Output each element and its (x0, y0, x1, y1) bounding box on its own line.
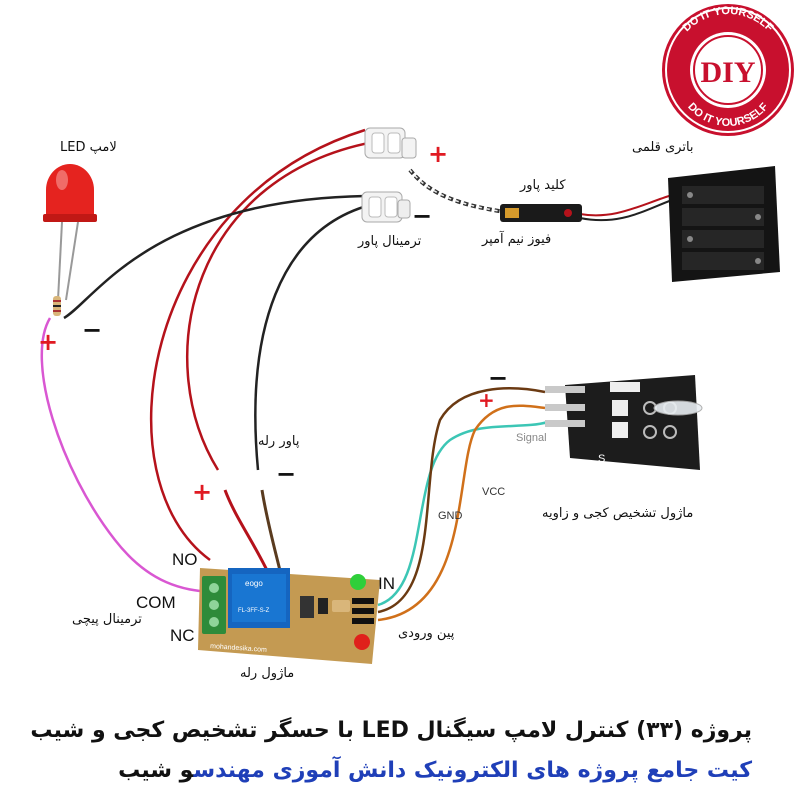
input-pin-label: پین ورودی (398, 626, 455, 641)
red-wire-outer (149, 128, 366, 562)
relay-part-text: FL-3FF-S-Z (238, 608, 270, 614)
diy-badge: DO IT YOURSELF DO IT YOURSELF DIY (662, 4, 794, 136)
minus-sign-terminal: − (412, 202, 433, 230)
board-brand-text: mohandesika.com (210, 643, 267, 654)
cyan-wire-signal (377, 420, 549, 607)
led-lamp (43, 164, 97, 316)
relay-module-label: ماژول رله (240, 666, 295, 681)
in-label: IN (378, 574, 395, 593)
vcc-label: VCC (482, 486, 506, 498)
minus-sign-led: − (82, 316, 103, 344)
footer-subtitle: کیت جامع پروژه های الکترونیک دانش آموزی … (118, 758, 752, 783)
power-terminal-label: ترمینال پاور (358, 234, 422, 249)
footer-subtitle-blue: کیت جامع پروژه های الکترونیک دانش آموزی … (193, 758, 752, 783)
fuse-label: فیوز نیم آمپر (482, 232, 552, 247)
signal-label: Signal (516, 432, 547, 444)
battery-holder (668, 166, 780, 282)
tilt-module-label: ماژول تشخیص کجی و زاویه (542, 506, 694, 521)
led-lamp-label: لامپ LED (60, 140, 117, 155)
no-label: NO (172, 550, 198, 569)
battery-wire-black (579, 199, 673, 222)
black-wire-led (63, 194, 366, 320)
relay-brand-text: eogo (245, 579, 263, 588)
battery-label: باتری قلمی (632, 140, 694, 155)
footer-subtitle-black: و شیب (118, 758, 194, 783)
orange-wire-vcc (377, 404, 546, 622)
screw-terminal-label: ترمینال پیچی (72, 612, 142, 627)
tilt-sensor-module (545, 375, 703, 470)
brown-wire-gnd (377, 387, 546, 614)
power-terminal-top (364, 127, 417, 159)
nc-label: NC (170, 626, 195, 645)
battery-wire-red (579, 194, 673, 217)
sensor-s-pin: S (598, 453, 605, 465)
power-switch (500, 204, 582, 222)
gnd-label: GND (438, 510, 463, 522)
minus-sign-sensor: − (488, 364, 509, 392)
plus-sign-relay: + (192, 478, 213, 506)
power-terminal-bottom (361, 191, 411, 223)
plus-sign-terminal: + (428, 140, 449, 168)
red-wire-relay-power (185, 138, 386, 471)
relay-module (198, 568, 380, 664)
badge-main-text: DIY (700, 56, 755, 89)
footer-title: پروژه (۳۳) کنترل لامپ سیگنال LED با حسگر… (30, 718, 752, 743)
black-wire-relay-power (254, 203, 371, 471)
minus-sign-relay: − (276, 460, 297, 488)
com-label: COM (136, 593, 176, 612)
plus-sign-sensor: + (478, 388, 495, 412)
pink-wire-led-com (40, 317, 211, 594)
plus-sign-led: + (38, 328, 59, 356)
power-switch-label: کلید پاور (520, 178, 566, 193)
relay-power-label: پاور رله (258, 434, 300, 449)
